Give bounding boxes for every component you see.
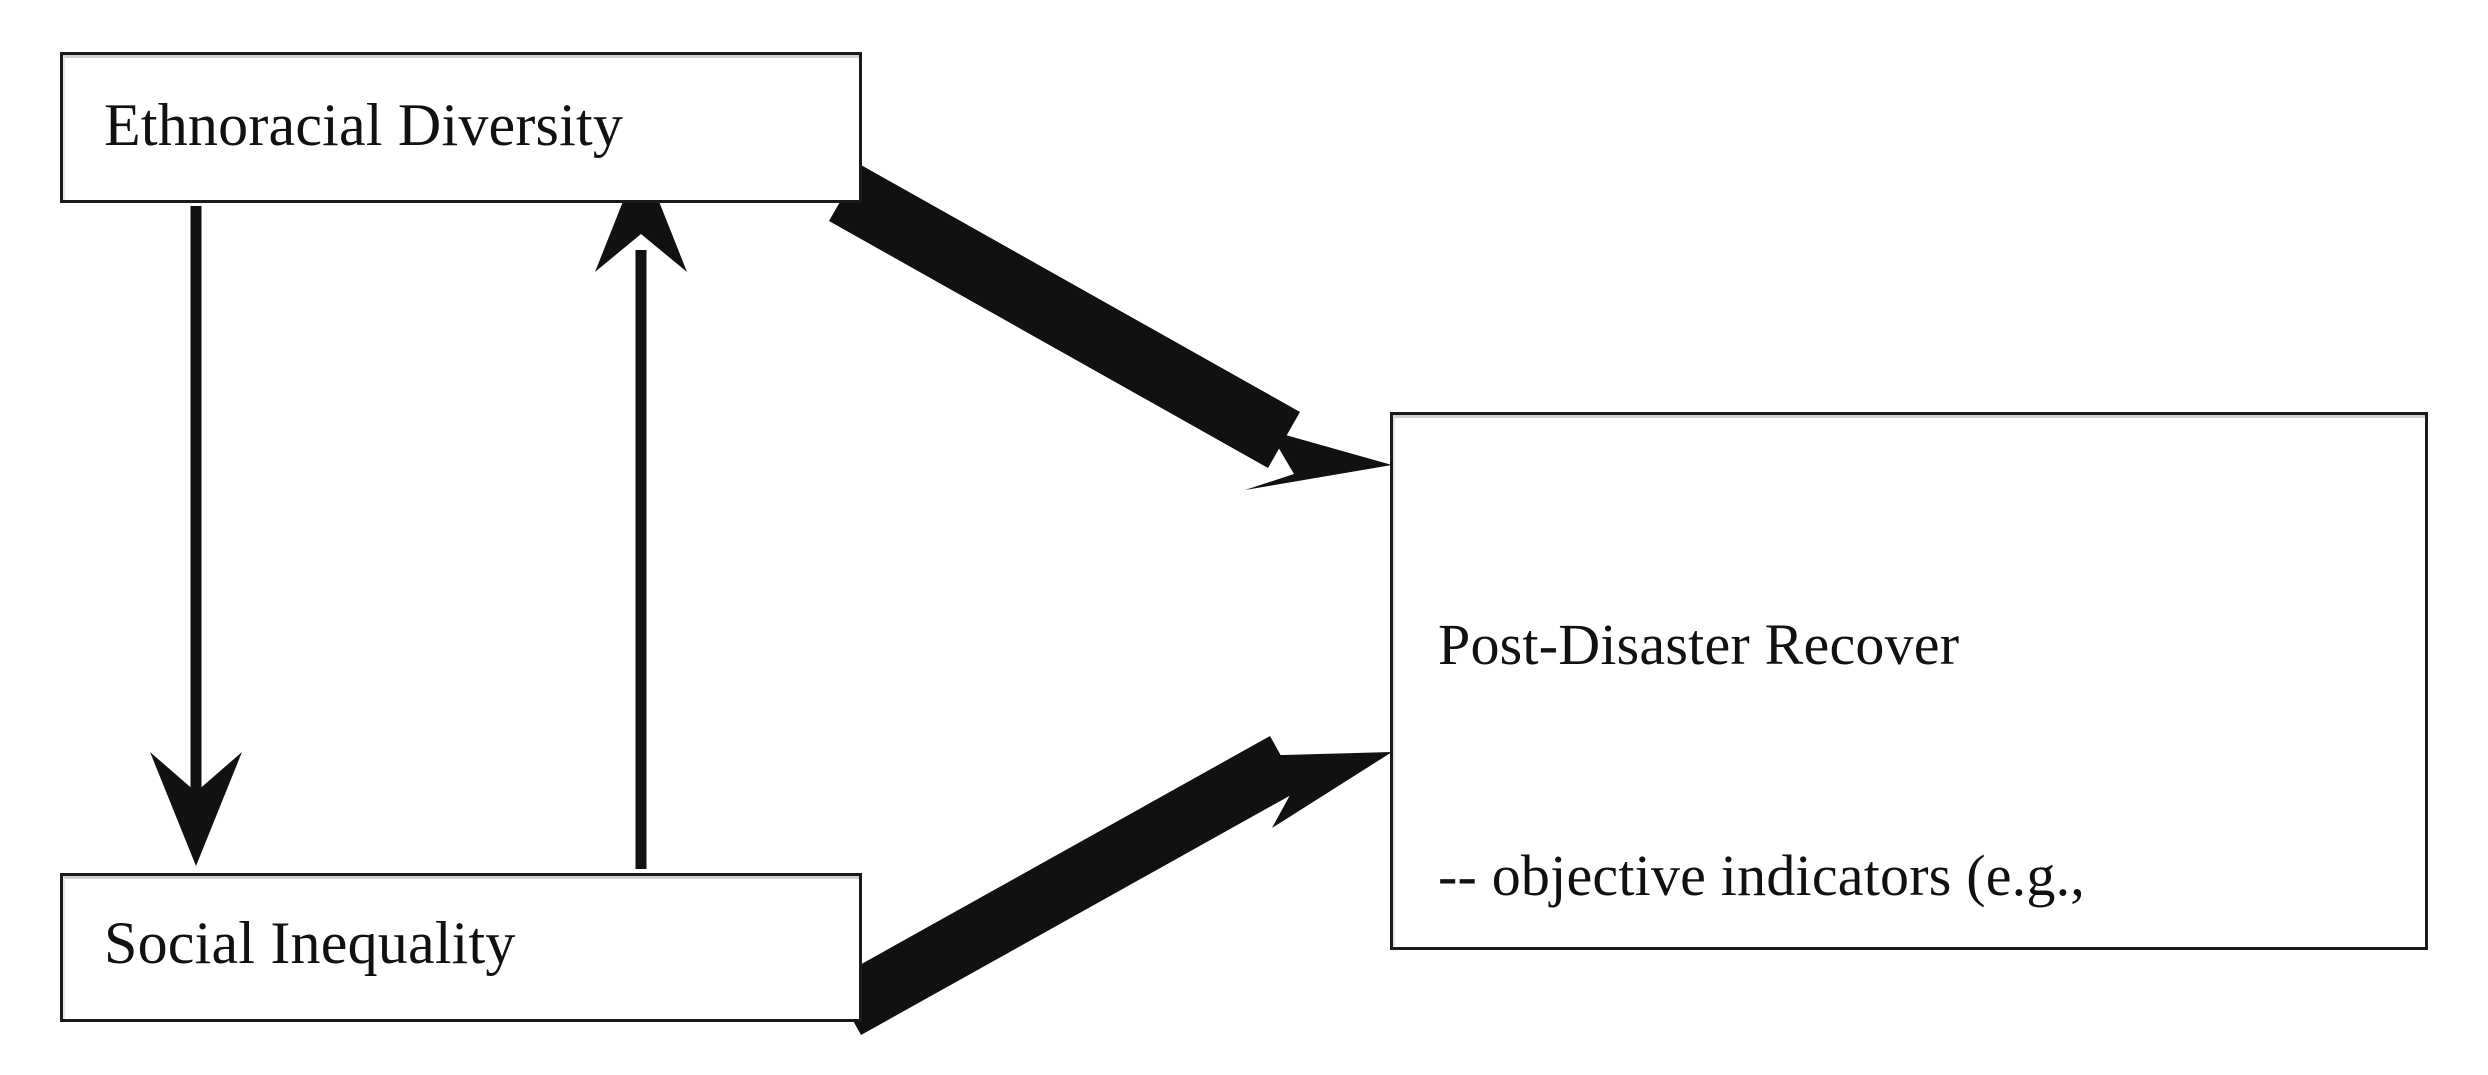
node-post-disaster-recovery [1390, 412, 2428, 950]
node-label-post-disaster-recovery: Post-Disaster Recover -- objective indic… [1438, 452, 2109, 1075]
recovery-line-title: Post-Disaster Recover [1438, 612, 1960, 677]
recovery-line-objective-indicators: -- objective indicators (e.g., [1438, 843, 2085, 908]
node-label-social-inequality: Social Inequality [104, 910, 516, 976]
edge-diversity-to-inequality-arrow [150, 206, 242, 866]
node-label-ethnoracial-diversity: Ethnoracial Diversity [104, 92, 624, 158]
recovery-line-rates-of-repopulation: rates of repopulation) [1438, 1068, 2109, 1075]
node-ethnoracial-diversity [60, 52, 862, 203]
edge-inequality-to-recovery-arrow [831, 736, 1392, 1035]
node-social-inequality [60, 873, 862, 1022]
edge-diversity-to-recovery-arrow [829, 165, 1392, 490]
edge-inequality-to-diversity-arrow [595, 156, 687, 869]
